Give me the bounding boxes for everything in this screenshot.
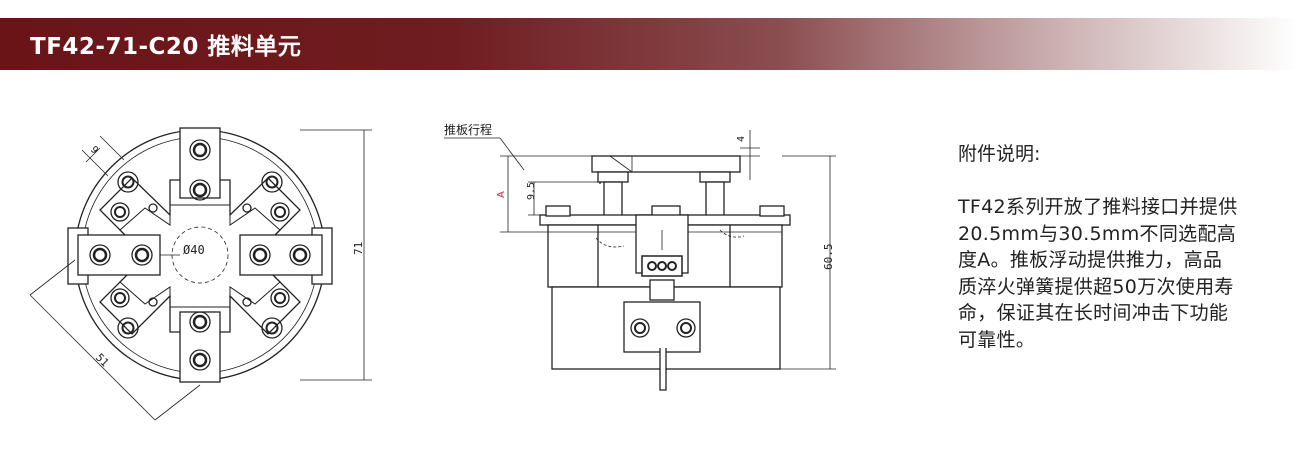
product-title: TF42-71-C20 推料单元 [30, 34, 302, 60]
dim-height-side: 60.5 [822, 244, 835, 271]
notes-title: 附件说明: [958, 143, 1041, 165]
technical-drawing: Ø40 71 51 9 [29, 122, 836, 421]
dim-small: 9 [88, 144, 100, 156]
notes-body: TF42系列开放了推料接口并提供 20.5mm与30.5mm不同选配高 度A。推… [958, 196, 1238, 351]
dim-center-circle: Ø40 [183, 243, 205, 257]
label-push-stroke: 推板行程 [444, 122, 492, 137]
push-plate [591, 155, 741, 173]
dim-height-top: 71 [352, 242, 365, 255]
top-view [29, 127, 372, 421]
notes-panel: 附件说明: TF42系列开放了推料接口并提供 20.5mm与30.5mm不同选配… [958, 140, 1288, 353]
dim-top: 4 [736, 136, 747, 142]
dim-a: A [496, 191, 507, 198]
dim-stroke: 9.5 [526, 182, 537, 200]
dim-diagonal: 51 [93, 351, 112, 370]
header-banner: TF42-71-C20 推料单元 [0, 18, 1298, 70]
side-view [444, 130, 836, 391]
